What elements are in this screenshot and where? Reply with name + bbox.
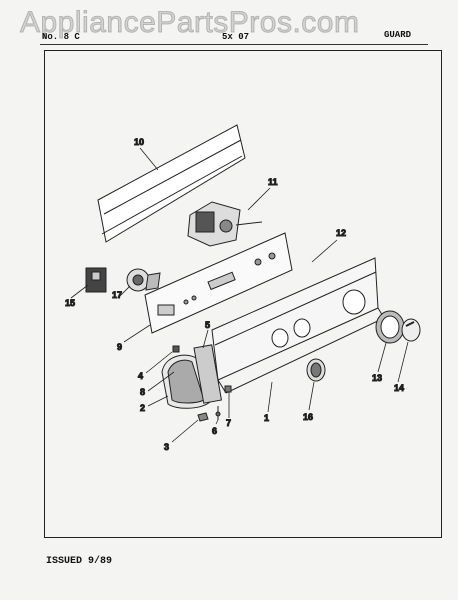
- diagram-frame: [44, 50, 442, 538]
- part-15-switch: [85, 267, 107, 293]
- callout-5: 5: [205, 320, 210, 330]
- watermark: AppliancePartsPros.com: [19, 6, 360, 40]
- part-11-timer: [187, 201, 263, 247]
- leader-lines: [70, 147, 409, 443]
- callout-15: 15: [65, 298, 75, 308]
- header-brand: GUARD: [384, 30, 412, 40]
- callout-4: 4: [138, 371, 143, 381]
- part-9-control-plate: [144, 232, 293, 334]
- callout-14: 14: [394, 383, 404, 393]
- callout-7: 7: [226, 418, 231, 428]
- part-2-end-cap: [161, 344, 223, 409]
- part-14-knob: [401, 318, 421, 342]
- callout-11: 11: [268, 177, 278, 187]
- callout-10: 10: [134, 137, 144, 147]
- callout-6: 6: [212, 426, 217, 436]
- callout-17: 17: [112, 290, 122, 300]
- part-7-clip: [224, 385, 232, 393]
- callout-8: 8: [140, 387, 145, 397]
- part-3-screw: [197, 412, 209, 422]
- callout-1: 1: [264, 413, 269, 423]
- issued-date: ISSUED 9/89: [46, 556, 113, 567]
- part-4-clip: [172, 345, 180, 353]
- callout-16: 16: [303, 412, 313, 422]
- header-rule: [40, 44, 428, 45]
- part-1-control-console: [211, 257, 385, 394]
- callout-2: 2: [140, 403, 145, 413]
- part-10-rear-panel: [97, 124, 246, 243]
- header-model-code: No. 8 C: [42, 32, 80, 42]
- part-16-knob: [306, 358, 326, 382]
- part-6-screw: [215, 406, 221, 420]
- callout-13: 13: [372, 373, 382, 383]
- part-13-dial: [375, 310, 405, 344]
- header-page-code: 5x 07: [222, 32, 250, 42]
- callout-9: 9: [117, 342, 122, 352]
- part-17-selector: [126, 268, 161, 292]
- callout-3: 3: [164, 442, 169, 452]
- callout-12: 12: [336, 228, 346, 238]
